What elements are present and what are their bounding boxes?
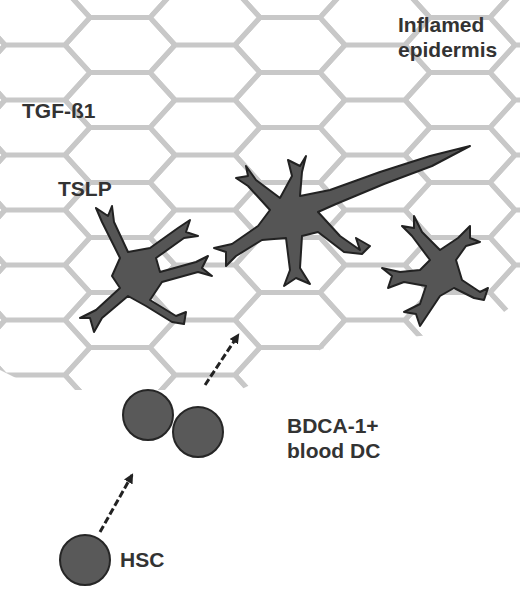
- cell-circle: [123, 390, 173, 440]
- migration-arrow: [100, 475, 132, 532]
- epidermis-region: Inflamed epidermisTGF-ß1TSLP: [0, 0, 520, 335]
- cell-circle: [60, 535, 110, 585]
- hexagon-cells: [0, 0, 520, 400]
- node-label: HSC: [120, 547, 178, 572]
- node-label: TSLP: [58, 176, 148, 201]
- blood-dc-group: BDCA-1+ blood DC: [115, 385, 400, 475]
- node-label: BDCA-1+ blood DC: [287, 413, 392, 463]
- cell-circle: [173, 407, 223, 457]
- node-label: TGF-ß1: [22, 98, 132, 123]
- node-label: Inflamed epidermis: [398, 12, 513, 62]
- dendritic-cells: [80, 146, 488, 332]
- hsc-cell: HSC: [58, 532, 178, 588]
- migration-arrow: [205, 335, 238, 385]
